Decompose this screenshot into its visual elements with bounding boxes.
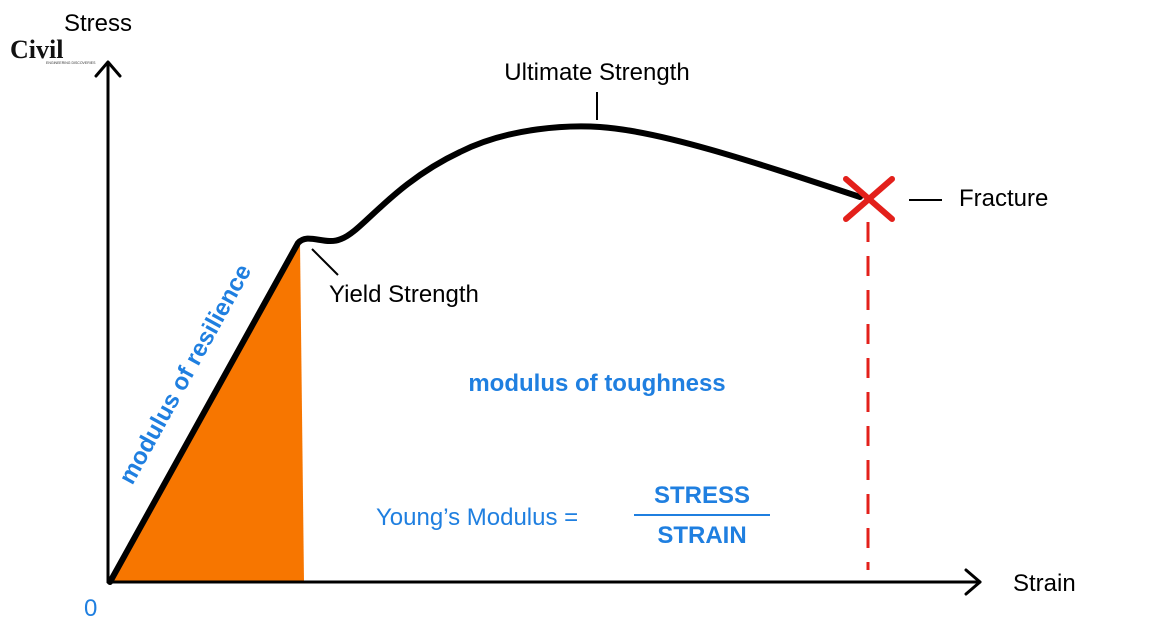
y-axis-label: Stress (64, 10, 132, 37)
x-axis-label: Strain (1013, 570, 1076, 597)
x-axis-arrowhead (964, 568, 982, 596)
stress-strain-curve (107, 123, 863, 585)
formula-numerator: STRESS (654, 482, 750, 509)
modulus-of-toughness-label: modulus of toughness (468, 370, 725, 397)
youngs-modulus-formula: Young’s Modulus = STRESS STRAIN (376, 482, 770, 549)
yield-strength-label: Yield Strength (329, 281, 479, 308)
yield-strength-leader (311, 248, 339, 276)
logo: Civil ENGINEERING DISCOVERIES (10, 35, 96, 65)
formula-denominator: STRAIN (657, 522, 746, 549)
logo-subtext: ENGINEERING DISCOVERIES (46, 61, 96, 65)
y-axis-arrowhead (94, 60, 122, 78)
axes (94, 60, 982, 596)
formula-lhs: Young’s Modulus = (376, 504, 578, 531)
logo-text: Civil (10, 35, 63, 64)
fracture-label: Fracture (959, 185, 1048, 212)
ultimate-strength-label: Ultimate Strength (504, 59, 689, 86)
origin-label: 0 (84, 595, 97, 620)
fracture-x-icon (843, 176, 895, 222)
